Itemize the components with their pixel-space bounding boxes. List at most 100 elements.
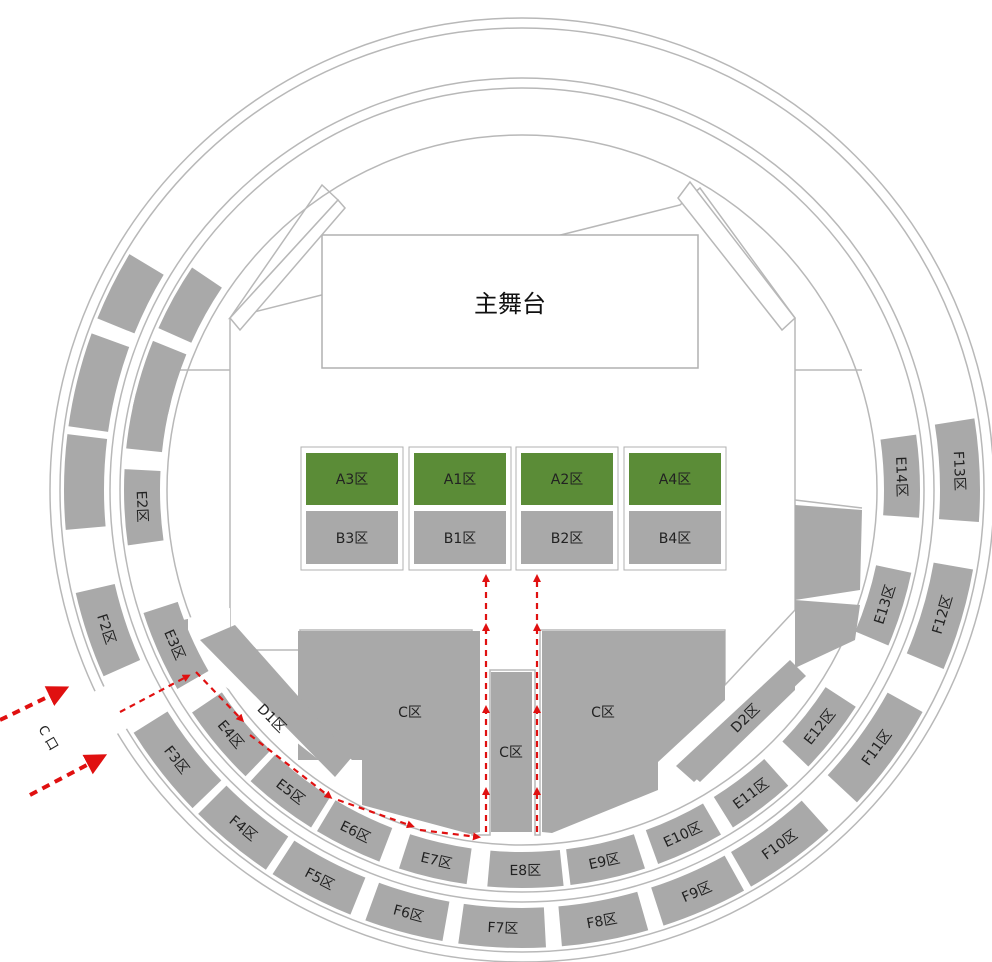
section-b4[interactable] <box>629 511 721 564</box>
main-stage <box>321 234 699 369</box>
section-e7-shape[interactable] <box>399 834 472 885</box>
section-c-mid[interactable] <box>491 672 532 832</box>
section-e6-shape[interactable] <box>317 800 393 862</box>
section-e8-label: E8区 <box>509 863 541 879</box>
section-e2[interactable]: E2区 <box>123 469 164 546</box>
section-e2-shape[interactable] <box>123 469 164 546</box>
section-e4[interactable]: E4区 <box>192 692 271 777</box>
section-f-unlabeled-3-shape[interactable] <box>64 434 108 530</box>
section-e9-shape[interactable] <box>566 834 645 886</box>
section-e6[interactable]: E6区 <box>317 800 393 862</box>
section-f10-shape[interactable] <box>731 800 829 887</box>
section-c-left[interactable] <box>298 631 480 834</box>
section-e10[interactable]: E10区 <box>645 803 721 864</box>
gate-c-opening <box>15 681 135 777</box>
section-e14-shape[interactable] <box>880 434 921 518</box>
section-e3-shape[interactable] <box>143 601 209 689</box>
section-e11-shape[interactable] <box>713 759 789 828</box>
section-c-right[interactable] <box>542 631 725 833</box>
section-b2[interactable] <box>521 511 613 564</box>
section-e7[interactable]: E7区 <box>399 834 472 885</box>
section-f9[interactable]: F9区 <box>651 855 745 926</box>
floor-ab-blocks: A3区 A1区 A2区 A4区 B3区 B1区 B2区 B4区 <box>300 446 727 571</box>
section-f6-shape[interactable] <box>365 882 450 942</box>
section-b2-label: B2区 <box>551 531 584 547</box>
section-a2[interactable] <box>521 453 613 505</box>
section-c-right-label: C区 <box>591 705 615 721</box>
section-f3[interactable]: F3区 <box>133 711 222 809</box>
section-f12-shape[interactable] <box>906 562 974 669</box>
section-a1-label: A1区 <box>444 472 476 488</box>
section-e8-shape[interactable] <box>487 850 564 888</box>
section-f5[interactable]: F5区 <box>272 840 366 915</box>
section-f-unlabeled-3[interactable] <box>64 434 108 530</box>
section-e3[interactable]: E3区 <box>143 601 209 689</box>
section-e12-shape[interactable] <box>782 687 856 767</box>
section-f7[interactable]: F7区 <box>458 903 546 948</box>
section-f4[interactable]: F4区 <box>198 785 289 870</box>
side-gray-right-2 <box>795 600 860 668</box>
section-e9[interactable]: E9区 <box>566 834 645 886</box>
inner-ring-2 <box>119 87 925 893</box>
section-f12[interactable]: F12区 <box>906 562 974 669</box>
section-d1-shape[interactable] <box>200 625 352 777</box>
gate-c-arrows <box>0 686 108 797</box>
side-block-left <box>229 198 346 332</box>
section-e13[interactable]: E13区 <box>855 565 912 646</box>
section-f13[interactable]: F13区 <box>934 418 980 522</box>
section-e8[interactable]: E8区 <box>487 850 564 888</box>
section-f-unlabeled-2[interactable] <box>68 333 130 432</box>
section-f6[interactable]: F6区 <box>365 882 450 942</box>
section-f8[interactable]: F8区 <box>558 891 649 947</box>
section-e4-shape[interactable] <box>192 692 271 777</box>
section-f-unlabeled-2-shape[interactable] <box>68 333 130 432</box>
section-f4-shape[interactable] <box>198 785 289 870</box>
section-a3[interactable] <box>306 453 398 505</box>
section-a4[interactable] <box>629 453 721 505</box>
section-e11[interactable]: E11区 <box>713 759 789 828</box>
section-c-mid-label: C区 <box>499 745 523 761</box>
section-e-unlabeled-3[interactable] <box>126 393 171 453</box>
section-e-unlabeled-1[interactable] <box>158 267 222 343</box>
inner-ring-1 <box>109 77 935 903</box>
path-segment-gate-e3 <box>119 674 191 713</box>
section-f7-shape[interactable] <box>458 903 546 948</box>
section-f11[interactable]: F11区 <box>827 692 923 803</box>
section-b3[interactable] <box>306 511 398 564</box>
section-e10-shape[interactable] <box>645 803 721 864</box>
section-e12[interactable]: E12区 <box>782 687 856 767</box>
section-f11-shape[interactable] <box>827 692 923 803</box>
section-a1[interactable] <box>414 453 506 505</box>
section-e5[interactable]: E5区 <box>250 754 331 828</box>
section-f5-shape[interactable] <box>272 840 366 915</box>
section-b3-label: B3区 <box>336 531 369 547</box>
section-e13-shape[interactable] <box>855 565 912 646</box>
section-f2-shape[interactable] <box>75 584 141 677</box>
section-d2-body[interactable] <box>676 660 806 782</box>
section-e7-label: E7区 <box>419 850 454 873</box>
section-f10[interactable]: F10区 <box>731 800 829 887</box>
section-e5-shape[interactable] <box>250 754 331 828</box>
outer-ring-2 <box>59 27 985 953</box>
field-boundary <box>227 183 796 836</box>
section-f-unlabeled-1[interactable] <box>97 254 164 334</box>
section-e14[interactable]: E14区 <box>880 434 921 518</box>
section-f3-shape[interactable] <box>133 711 222 809</box>
section-b4-label: B4区 <box>659 531 692 547</box>
section-b1[interactable] <box>414 511 506 564</box>
section-e-unlabeled-2[interactable] <box>132 340 187 415</box>
section-f-unlabeled-1-shape[interactable] <box>97 254 164 334</box>
section-e-unlabeled-3-shape[interactable] <box>126 393 171 453</box>
section-f8-label: F8区 <box>585 911 618 932</box>
section-e-unlabeled-1-shape[interactable] <box>158 267 222 343</box>
gate-arrow-upper <box>0 686 70 722</box>
section-e2-label: E2区 <box>133 490 150 522</box>
section-f13-shape[interactable] <box>934 418 980 522</box>
section-f2[interactable]: F2区 <box>75 584 141 677</box>
section-e-unlabeled-2-shape[interactable] <box>132 340 187 415</box>
section-f9-shape[interactable] <box>651 855 745 926</box>
path-segment-e7 <box>419 828 481 841</box>
section-f8-shape[interactable] <box>558 891 649 947</box>
side-gray-right <box>795 505 862 600</box>
